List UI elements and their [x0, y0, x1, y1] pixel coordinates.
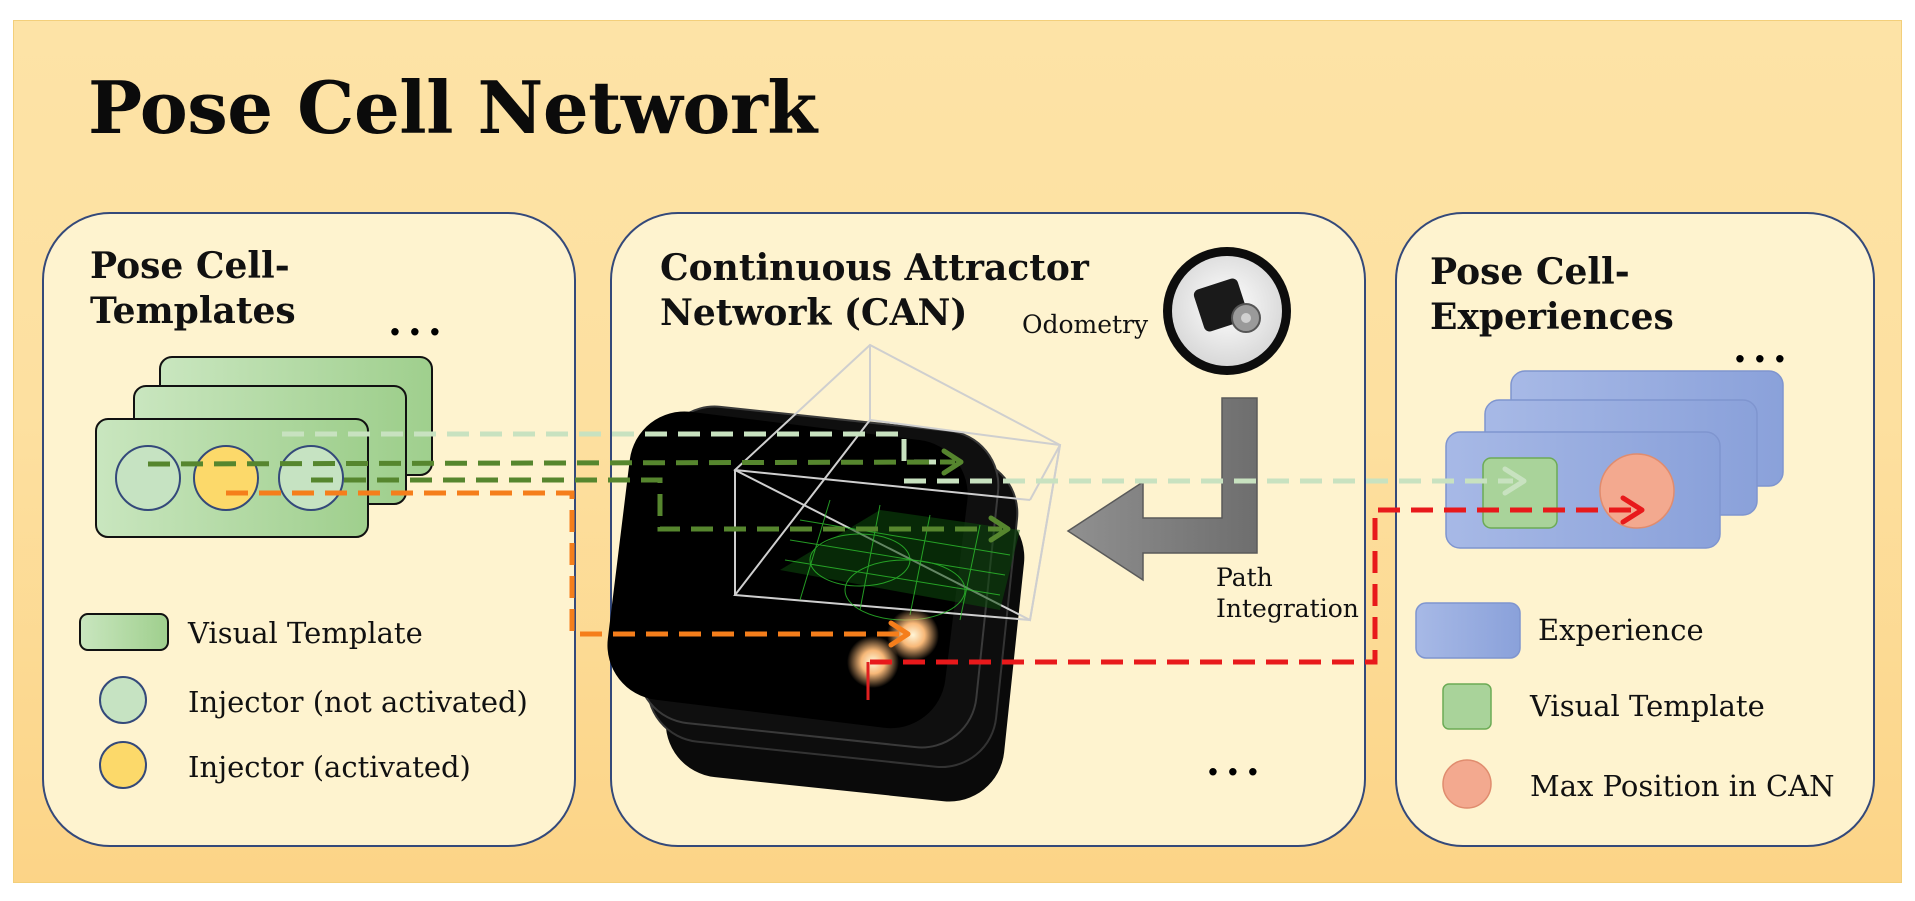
arrow-light-green-can: [282, 431, 955, 465]
can-panel-title: Continuous Attractor Network (CAN): [660, 247, 1089, 334]
arrowhead-light-green: [941, 448, 964, 476]
legend-visual-template-icon: [1442, 683, 1492, 730]
arrowhead-orange: [888, 620, 911, 648]
diagram-title: Pose Cell Network: [88, 65, 817, 150]
legend-max-position-label: Max Position in CAN: [1530, 769, 1835, 803]
arrowhead-red: [1620, 495, 1645, 525]
odometry-encoder-icon: [1163, 247, 1291, 375]
arrow-orange: [226, 490, 902, 637]
legend-visual-template-icon: [79, 613, 169, 651]
legend-injector-active-label: Injector (activated): [188, 750, 471, 784]
can-ellipsis: ...: [1206, 738, 1266, 785]
legend-injector-inactive-icon: [99, 676, 147, 724]
legend-injector-inactive-label: Injector (not activated): [188, 685, 528, 719]
max-position-icon: [1599, 453, 1675, 529]
visual-template-stack: [95, 356, 433, 538]
injector-inactive-icon: [115, 445, 181, 511]
odometry-label: Odometry: [1022, 310, 1149, 339]
legend-max-position-icon: [1442, 759, 1492, 809]
injector-active-icon: [193, 445, 259, 511]
path-integration-label: Path Integration: [1216, 563, 1359, 624]
legend-experience-label: Experience: [1538, 613, 1704, 647]
experiences-panel-title: Pose Cell- Experiences: [1430, 251, 1674, 338]
arrow-dark-green-upper: [147, 459, 956, 467]
legend-visual-template-label: Visual Template: [188, 616, 423, 650]
legend-visual-template-label: Visual Template: [1530, 689, 1765, 723]
arrow-dark-green-lower: [311, 477, 1002, 532]
path-integration-arrow: [1066, 397, 1258, 582]
templates-ellipsis: ...: [388, 298, 448, 345]
visual-template-icon: [1482, 457, 1558, 529]
experience-stack: [1445, 370, 1784, 549]
can-activity-icon: [607, 343, 1062, 802]
legend-injector-active-icon: [99, 741, 147, 789]
legend-experience-icon: [1415, 602, 1521, 659]
arrowhead-dark-green: [988, 515, 1011, 543]
arrowhead-light-green: [1502, 466, 1527, 496]
templates-panel-title: Pose Cell- Templates: [90, 245, 296, 332]
experiences-ellipsis: ...: [1733, 325, 1793, 372]
arrow-red: [870, 507, 1635, 665]
